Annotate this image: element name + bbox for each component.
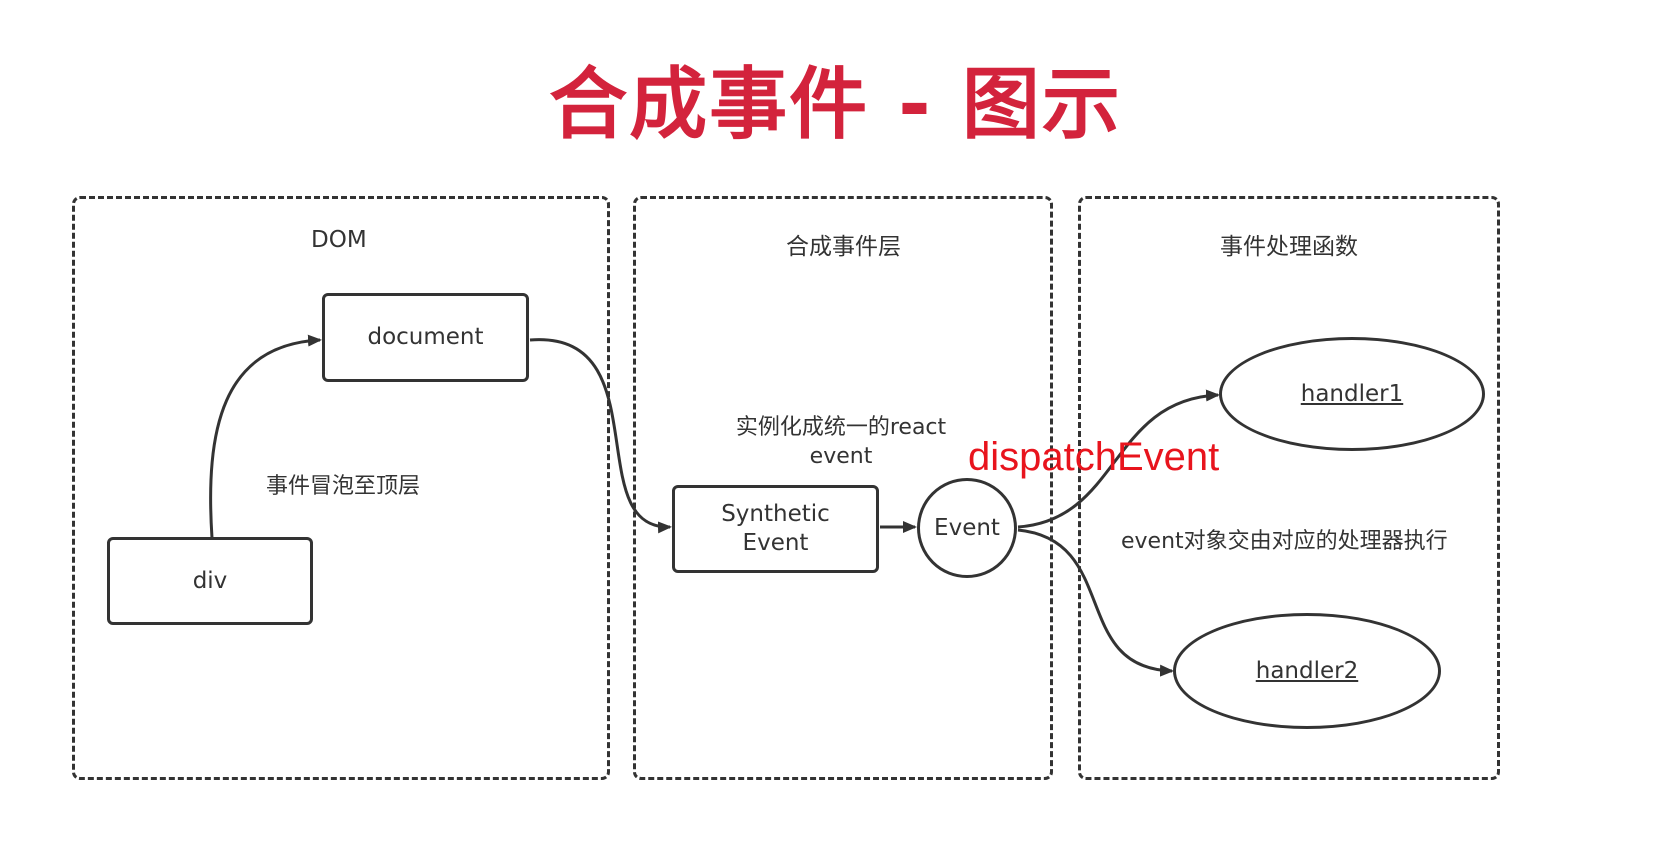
edge-event-to-handler1: [1017, 389, 1220, 529]
edge-event-to-handler2: [1017, 528, 1174, 677]
dom-panel-title: DOM: [311, 227, 367, 253]
event-handlers-panel: [1078, 196, 1500, 780]
execute-note: event对象交由对应的处理器执行: [1121, 529, 1448, 554]
synthetic-event-layer-panel: [633, 196, 1053, 780]
div-node: div: [107, 537, 313, 625]
synthetic-event-node: Synthetic Event: [672, 485, 879, 573]
bubble-note: 事件冒泡至顶层: [266, 474, 421, 499]
handler1-node-label: handler1: [1300, 380, 1404, 407]
synthetic-panel-title: 合成事件层: [786, 234, 901, 260]
dispatch-event-label: dispatchEvent: [968, 435, 1220, 479]
handlers-panel-title: 事件处理函数: [1220, 234, 1358, 260]
dom-panel: [72, 196, 610, 780]
instantiate-note: 实例化成统一的react event: [735, 415, 947, 469]
handler2-node: handler2: [1173, 613, 1441, 729]
document-node: document: [322, 293, 529, 382]
document-node-label: document: [367, 324, 484, 350]
page-title: 合成事件 - 图示: [549, 60, 1122, 150]
edge-div-to-document: [209, 334, 322, 539]
handler2-node-label: handler2: [1255, 657, 1359, 684]
event-node: Event: [917, 478, 1017, 578]
synthetic-event-node-label: Synthetic Event: [721, 501, 830, 556]
div-node-label: div: [192, 567, 228, 594]
handler1-node: handler1: [1219, 337, 1485, 451]
edge-document-to-synthetic: [529, 338, 672, 534]
event-node-label: Event: [934, 514, 1000, 541]
